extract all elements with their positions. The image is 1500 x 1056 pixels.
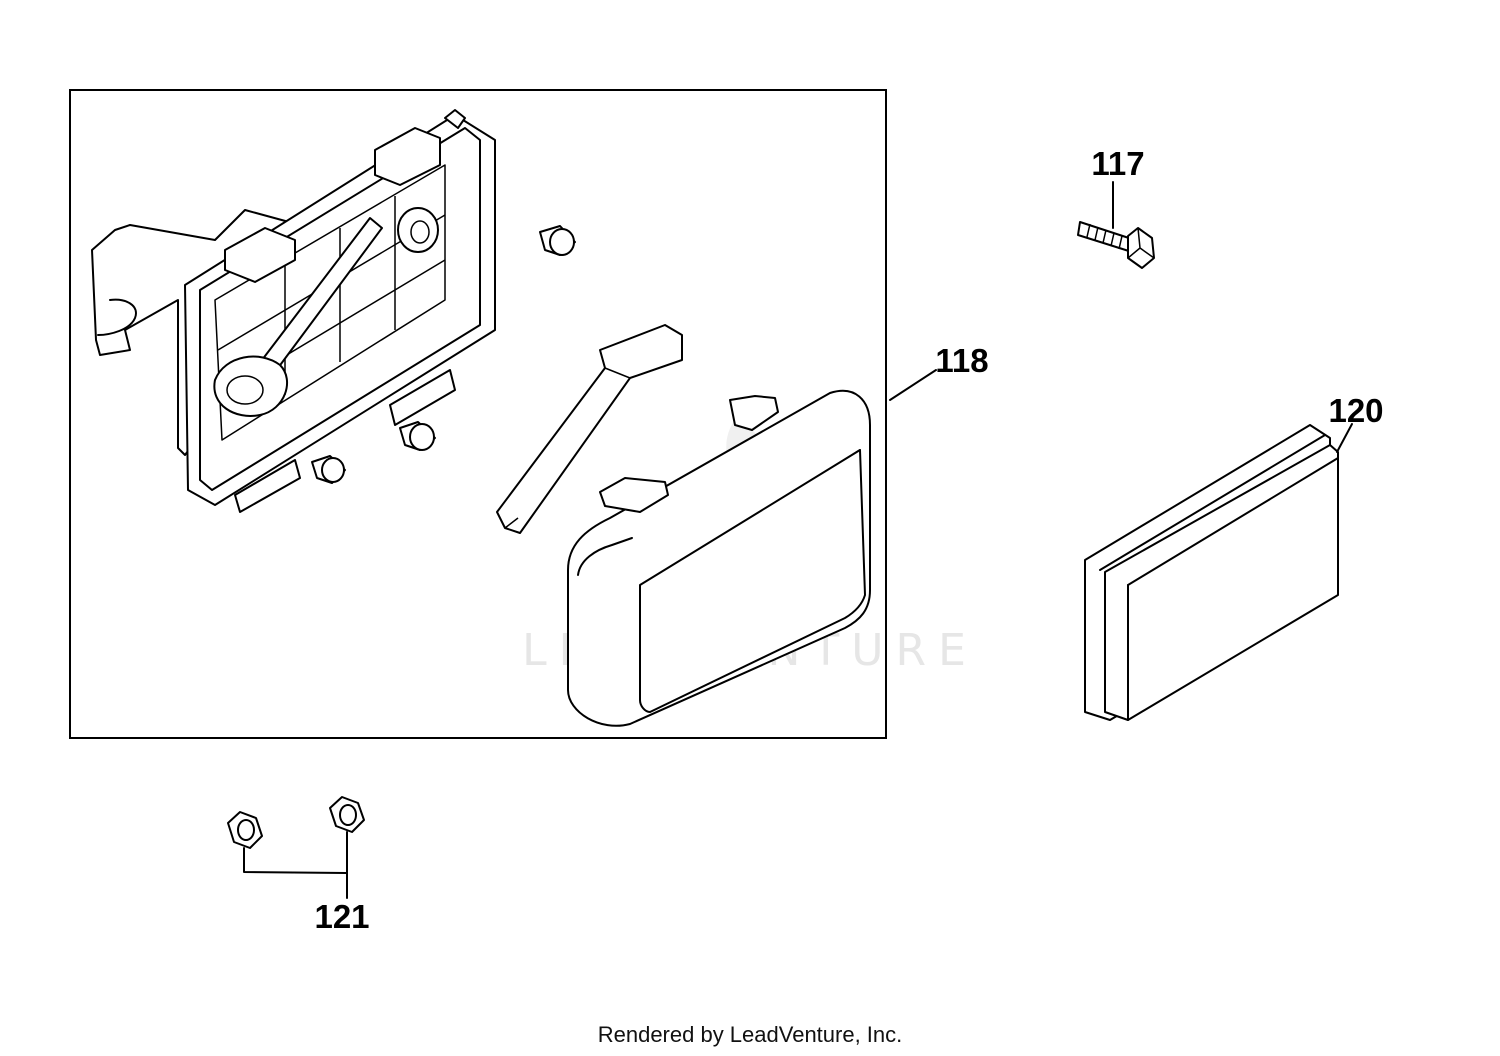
- footer-credit: Rendered by LeadVenture, Inc.: [597, 1022, 903, 1047]
- seal-strip: [496, 324, 683, 534]
- grommet-bottom: [311, 455, 346, 484]
- label-117: 117: [1091, 145, 1144, 182]
- air-cleaner-cover: [567, 389, 871, 727]
- label-121: 121: [314, 898, 369, 935]
- grommet-middle: [399, 421, 436, 451]
- air-cleaner-base: [91, 109, 496, 513]
- nut-121-right: [329, 796, 365, 833]
- label-118: 118: [935, 342, 988, 379]
- label-120: 120: [1328, 392, 1383, 429]
- bolt-117: [1077, 221, 1155, 269]
- filter-element-120: [1084, 424, 1339, 721]
- grommet-top: [539, 225, 576, 256]
- nut-121-left: [227, 811, 263, 849]
- assembly-box: [69, 89, 887, 739]
- leader-lines: [243, 181, 1353, 899]
